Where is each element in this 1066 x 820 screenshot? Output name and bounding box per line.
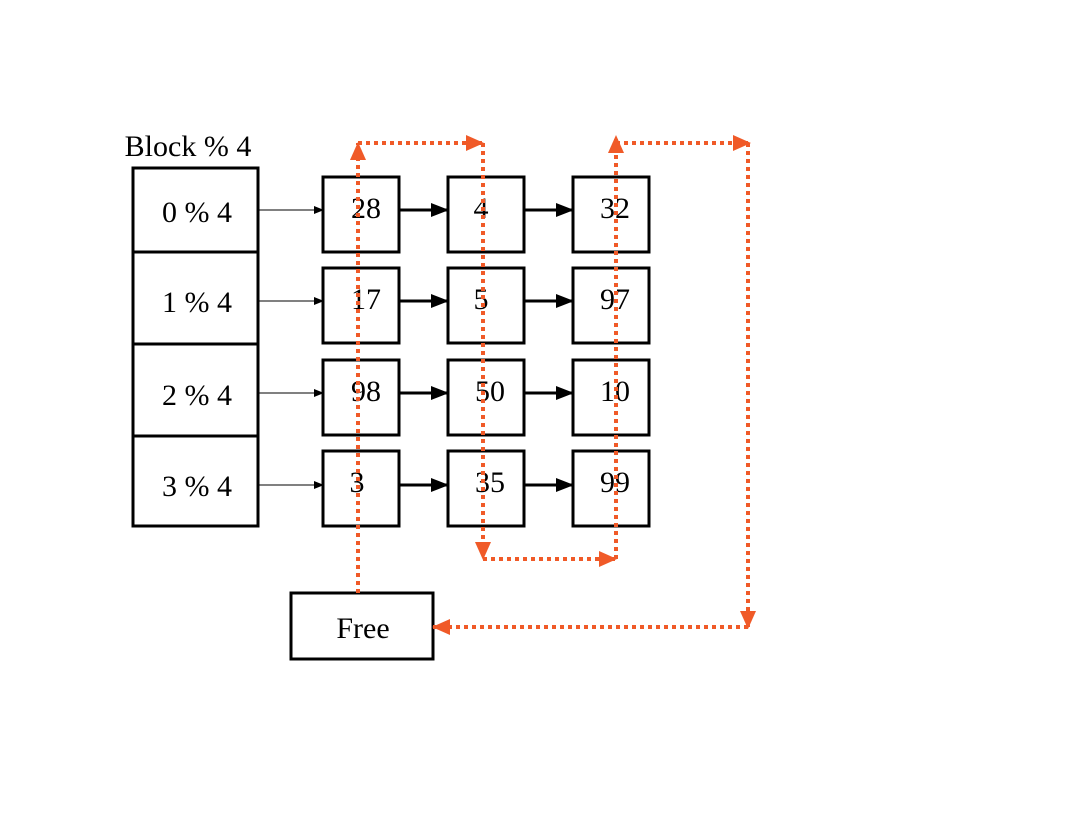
node-r1-c0 — [321, 266, 401, 345]
free-list-label: Free — [336, 612, 389, 645]
bucket-1-label: 1 % 4 — [162, 286, 232, 319]
node-r2-c1-value: 50 — [475, 375, 505, 408]
node-r1-c1-value: 5 — [474, 283, 489, 316]
node-r3-c0 — [321, 449, 401, 528]
bucket-2-label: 2 % 4 — [162, 379, 232, 412]
node-r3-c1-value: 35 — [475, 466, 505, 499]
bucket-0-label: 0 % 4 — [162, 196, 232, 229]
bucket-pointers — [258, 206, 324, 489]
hash-buckets — [131, 166, 260, 528]
bucket-3-box — [131, 434, 260, 528]
free-list-path — [350, 135, 756, 635]
chain-links — [399, 203, 574, 492]
bucket-3-label: 3 % 4 — [162, 470, 232, 503]
node-r3-c0-value: 3 — [350, 466, 365, 499]
diagram-title: Block % 4 — [125, 130, 252, 163]
node-r1-c0-value: 17 — [351, 283, 381, 316]
node-r0-c0 — [321, 175, 401, 254]
node-r2-c0-value: 98 — [351, 375, 381, 408]
node-r0-c0-value: 28 — [351, 192, 381, 225]
node-r2-c0 — [321, 358, 401, 437]
